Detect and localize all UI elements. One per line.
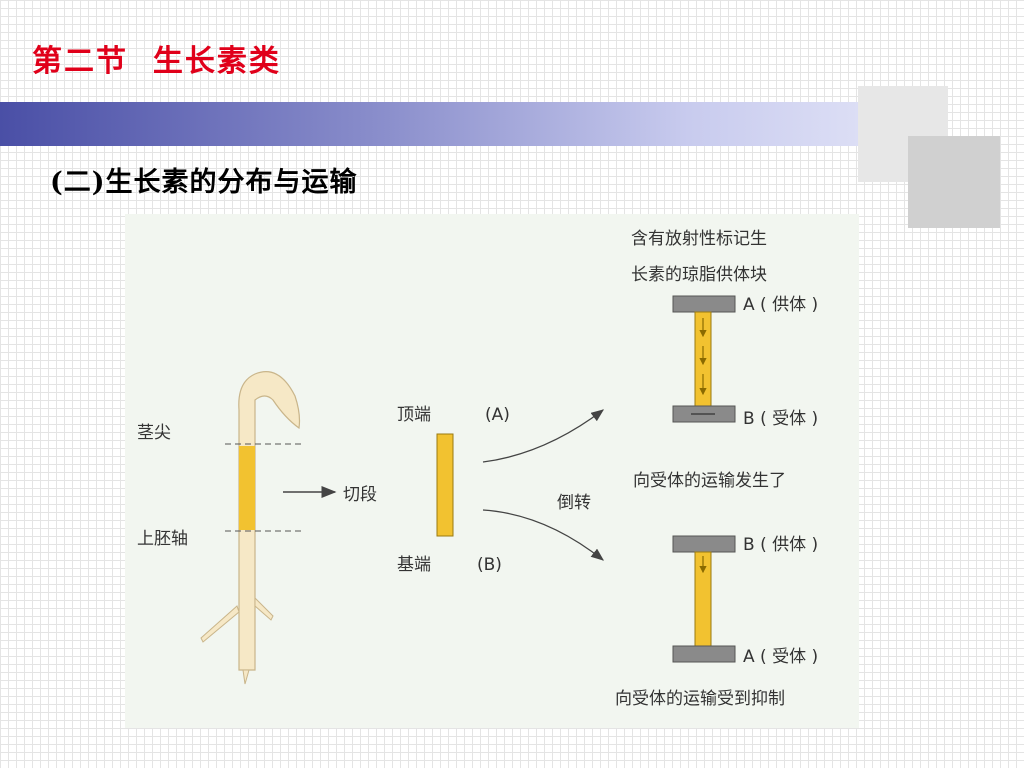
agar-block-donor-bottom bbox=[672, 535, 736, 553]
label-bottom-upper-block: B ( 供体 ) bbox=[743, 535, 818, 555]
cut-segment bbox=[436, 433, 454, 537]
slide-subtitle: (二)生长素的分布与运输 bbox=[50, 167, 358, 198]
label-top-result: 向受体的运输发生了 bbox=[633, 471, 786, 491]
decor-square-dark bbox=[908, 136, 1000, 228]
label-inverted: 倒转 bbox=[557, 493, 591, 513]
label-basal-end: 基端 bbox=[397, 555, 431, 575]
donor-note-line2: 长素的琼脂供体块 bbox=[631, 265, 767, 285]
label-basal-end-tag: (B) bbox=[477, 555, 502, 575]
label-cut-segment: 切段 bbox=[343, 485, 377, 505]
seedling-illustration bbox=[200, 371, 301, 685]
label-top-lower-block: B ( 受体 ) bbox=[743, 409, 818, 429]
donor-note-line1: 含有放射性标记生 bbox=[631, 229, 767, 249]
agar-block-donor-top bbox=[672, 295, 736, 313]
arrow-upper-setup bbox=[482, 409, 605, 463]
slide-title: 第二节 生长素类 bbox=[32, 44, 281, 79]
auxin-transport-figure: 茎尖 上胚轴 切段 顶端 (A) 基端 (B) 倒转 含有放射性标记生 长素的琼… bbox=[125, 214, 859, 728]
header-band bbox=[0, 102, 860, 146]
label-epicotyl: 上胚轴 bbox=[137, 529, 188, 549]
agar-block-receiver-bottom bbox=[672, 645, 736, 663]
label-apical-end: 顶端 bbox=[397, 405, 431, 425]
label-bottom-result: 向受体的运输受到抑制 bbox=[615, 689, 785, 709]
label-top-upper-block: A ( 供体 ) bbox=[743, 295, 818, 315]
figure-canvas: 茎尖 上胚轴 切段 顶端 (A) 基端 (B) 倒转 含有放射性标记生 长素的琼… bbox=[137, 229, 818, 709]
epicotyl-segment bbox=[239, 446, 255, 530]
label-apical-end-tag: (A) bbox=[485, 405, 510, 425]
label-bottom-lower-block: A ( 受体 ) bbox=[743, 647, 818, 667]
label-stem-tip: 茎尖 bbox=[137, 423, 171, 443]
arrow-lower-setup bbox=[482, 509, 605, 561]
